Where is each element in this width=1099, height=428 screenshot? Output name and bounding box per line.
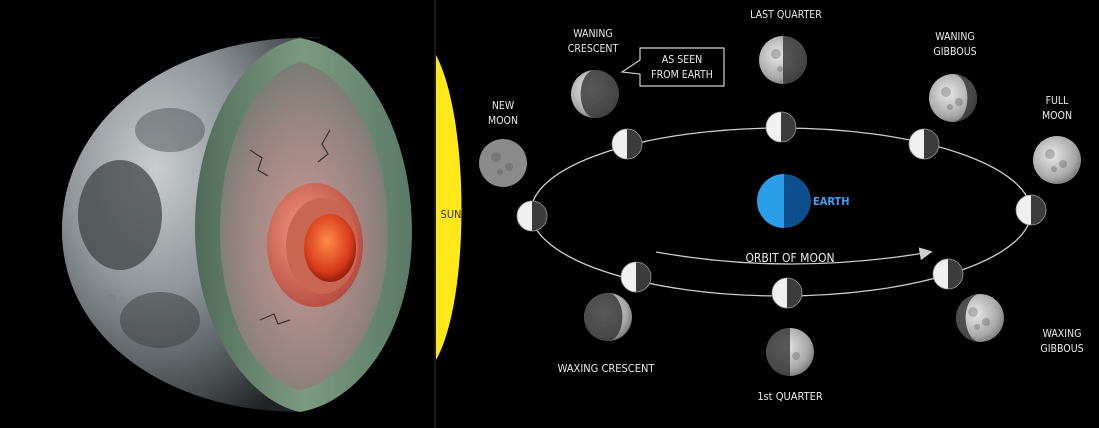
moon-phases-diagram: SUN ORBIT OF MOON EARTH AS SEEN FROM EAR… [436,0,1099,428]
label-waning-gibbous-2: GIBBOUS [933,46,976,58]
label-waxing-gibbous-1: WAXING [1043,328,1082,340]
label-waning-crescent-2: CRESCENT [568,43,619,55]
orbit-moon-waxing-crescent [621,262,651,292]
moon-inner-core [304,214,356,282]
orbit-moon-waning-crescent [612,129,642,159]
label-waxing-gibbous-2: GIBBOUS [1040,343,1083,355]
label-last-quarter: LAST QUARTER [750,9,822,21]
orbit-moon-new [517,201,547,231]
view-moon-last-quarter [759,36,807,84]
view-moon-waxing-crescent [584,293,632,341]
view-moon-waning-crescent [571,70,619,118]
view-moon-first-quarter [766,328,814,376]
label-full-moon-1: FULL [1046,95,1070,107]
moon-cutaway-illustration [0,0,434,428]
orbit-moon-last-quarter [766,112,796,142]
orbit-label: ORBIT OF MOON [745,251,834,265]
view-moon-full [1033,136,1081,184]
moon-mare [135,108,205,152]
label-full-moon-2: MOON [1042,110,1072,122]
moon-mare [120,292,200,348]
orbit-moon-full [1016,195,1046,225]
orbit-moon-waning-gibbous [909,129,939,159]
view-moon-waning-gibbous [929,74,977,122]
orbit-moon-first-quarter [772,278,802,308]
callout-line-2: FROM EARTH [651,69,713,81]
orbit-moon-waxing-gibbous [933,259,963,289]
label-new-moon-1: NEW [492,100,515,112]
earth [757,174,811,228]
view-moon-waxing-gibbous [956,294,1004,342]
view-moon-new [479,139,527,187]
label-new-moon-2: MOON [488,115,518,127]
sun-label: SUN [441,208,462,221]
label-waning-crescent-1: WANING [573,28,612,40]
label-waning-gibbous-1: WANING [935,31,974,43]
moon-mare [78,160,162,270]
callout-line-1: AS SEEN [662,54,702,66]
moon-crater [104,294,116,306]
earth-label: EARTH [813,195,850,208]
label-first-quarter: 1st QUARTER [757,390,823,403]
label-waxing-crescent: WAXING CRESCENT [558,362,656,375]
